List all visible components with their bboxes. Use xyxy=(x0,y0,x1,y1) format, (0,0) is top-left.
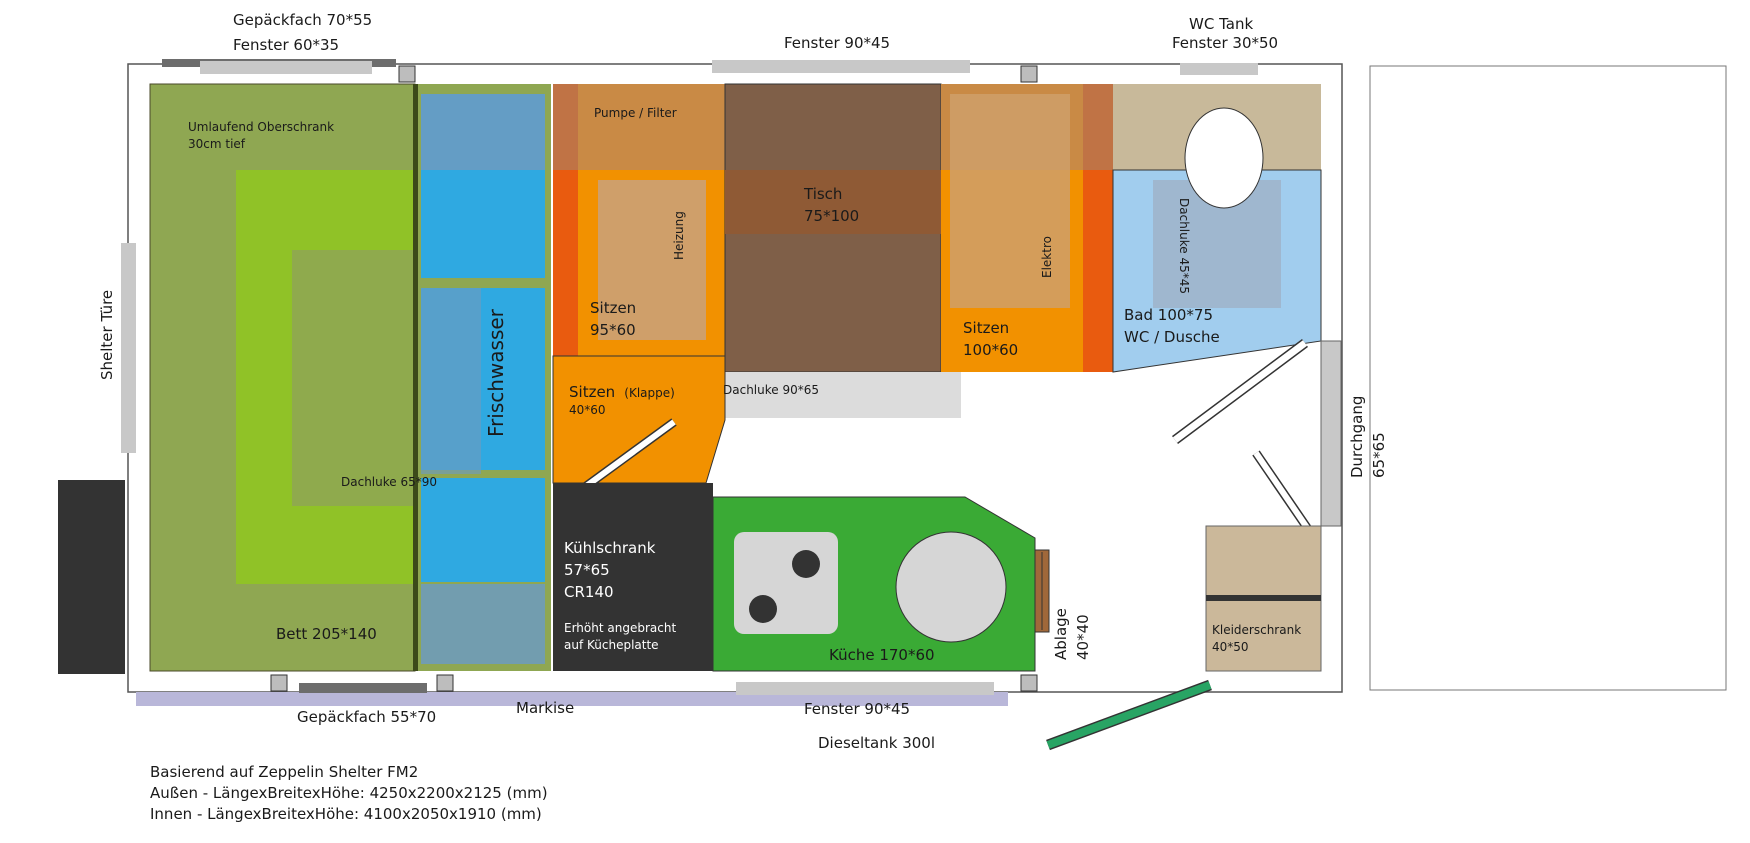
backrest-left xyxy=(553,170,578,356)
pumpe-filter xyxy=(553,84,725,170)
shelter-door xyxy=(121,243,136,453)
pumpe-side xyxy=(553,84,578,170)
label-elektro: Elektro xyxy=(1040,236,1054,278)
gepaeckfach-bottom xyxy=(299,683,427,693)
label-kleider-1: Kleiderschrank xyxy=(1212,623,1301,637)
vehicle-outline xyxy=(1369,65,1727,691)
label-kuehl-3: CR140 xyxy=(564,583,614,601)
label-kuehl-5: auf Kücheplatte xyxy=(564,638,659,652)
label-ablage-1: Ablage xyxy=(1052,608,1070,660)
bed-divider xyxy=(413,84,418,671)
label-dachluke-mid: Dachluke 90*65 xyxy=(723,383,819,397)
backrest-right-top xyxy=(1083,84,1113,170)
fenster-top-right xyxy=(1180,63,1258,75)
fenster-bottom xyxy=(736,682,994,695)
note-line-1: Basierend auf Zeppelin Shelter FM2 xyxy=(150,763,418,781)
label-durchgang-2: 65*65 xyxy=(1370,432,1388,478)
label-kleider-2: 40*50 xyxy=(1212,640,1249,654)
label-kuehl-4: Erhöht angebracht xyxy=(564,621,676,635)
label-ablage-2: 40*40 xyxy=(1074,614,1092,660)
label-bad-2: WC / Dusche xyxy=(1124,328,1220,346)
fenster-top-left xyxy=(200,61,372,74)
label-frischwasser: Frischwasser xyxy=(484,308,508,437)
label-bad-1: Bad 100*75 xyxy=(1124,306,1213,324)
kuehlschrank xyxy=(553,483,713,671)
label-dachluke-bath: Dachluke 45*45 xyxy=(1177,198,1191,294)
corner-post xyxy=(1020,65,1038,83)
sink xyxy=(895,531,1007,643)
label-sitzen-b2: 100*60 xyxy=(963,341,1018,359)
elektro xyxy=(950,94,1070,308)
label-oberschrank-2: 30cm tief xyxy=(188,137,246,151)
label-dieseltank: Dieseltank 300l xyxy=(818,734,935,752)
bath-door xyxy=(1172,340,1308,443)
label-tisch-1: Tisch xyxy=(803,185,842,203)
sitzen-klappe xyxy=(552,355,726,484)
frischwasser-overlay xyxy=(421,584,545,664)
label-durchgang-1: Durchgang xyxy=(1348,396,1366,478)
label-pumpe: Pumpe / Filter xyxy=(594,106,677,120)
corner-post xyxy=(270,674,288,692)
cooktop xyxy=(734,532,838,634)
label-sitzen-a1: Sitzen xyxy=(590,299,636,317)
dachluke-mid xyxy=(705,372,961,418)
label-dachluke-bed: Dachluke 65*90 xyxy=(341,475,437,489)
frischwasser-overlay xyxy=(421,94,545,170)
burner xyxy=(792,550,820,578)
label-fenster-top-mid: Fenster 90*45 xyxy=(784,34,890,52)
label-sitzen-klappe-sub: (Klappe) xyxy=(624,386,675,400)
heizung xyxy=(598,180,706,340)
entry-step xyxy=(58,480,125,674)
label-tisch-2: 75*100 xyxy=(804,207,859,225)
durchgang xyxy=(1320,340,1342,527)
label-sitzen-b1: Sitzen xyxy=(963,319,1009,337)
label-fenster-top-left: Fenster 60*35 xyxy=(233,36,339,54)
label-gepaeckfach-bottom: Gepäckfach 55*70 xyxy=(297,708,436,726)
fenster-top-mid xyxy=(712,60,970,73)
corner-post xyxy=(398,65,416,83)
label-sitzen-klappe: Sitzen (Klappe) xyxy=(569,382,675,401)
label-gepaeckfach-top: Gepäckfach 70*55 xyxy=(233,11,372,29)
entry-door xyxy=(1046,681,1212,749)
kleiderschrank-rail xyxy=(1206,595,1321,601)
label-oberschrank-1: Umlaufend Oberschrank xyxy=(188,120,334,134)
label-shelter-tuere: Shelter Türe xyxy=(98,290,116,380)
label-kuehl-2: 57*65 xyxy=(564,561,610,579)
note-line-3: Innen - LängexBreitexHöhe: 4100x2050x191… xyxy=(150,805,542,823)
label-kueche: Küche 170*60 xyxy=(829,646,935,664)
frischwasser-overlay xyxy=(421,288,481,474)
frischwasser-tank xyxy=(421,478,545,582)
label-wc-tank: WC Tank xyxy=(1189,15,1253,33)
label-bett: Bett 205*140 xyxy=(276,625,377,643)
label-sitzen-klappe-main: Sitzen xyxy=(569,383,615,401)
tisch-band xyxy=(725,170,941,234)
markise xyxy=(136,692,1008,706)
label-heizung: Heizung xyxy=(672,211,686,260)
label-sitzen-a2: 95*60 xyxy=(590,321,636,339)
corner-post xyxy=(436,674,454,692)
label-fenster-bottom: Fenster 90*45 xyxy=(804,700,910,718)
label-fenster-top-right: Fenster 30*50 xyxy=(1172,34,1278,52)
corner-post xyxy=(1020,674,1038,692)
label-sitzen-klappe-size: 40*60 xyxy=(569,403,606,417)
label-markise: Markise xyxy=(516,699,574,717)
label-kuehl-1: Kühlschrank xyxy=(564,539,656,557)
burner xyxy=(749,595,777,623)
durchgang-door xyxy=(1253,451,1313,534)
wc-toilet xyxy=(1184,107,1264,209)
note-line-2: Außen - LängexBreitexHöhe: 4250x2200x212… xyxy=(150,784,548,802)
